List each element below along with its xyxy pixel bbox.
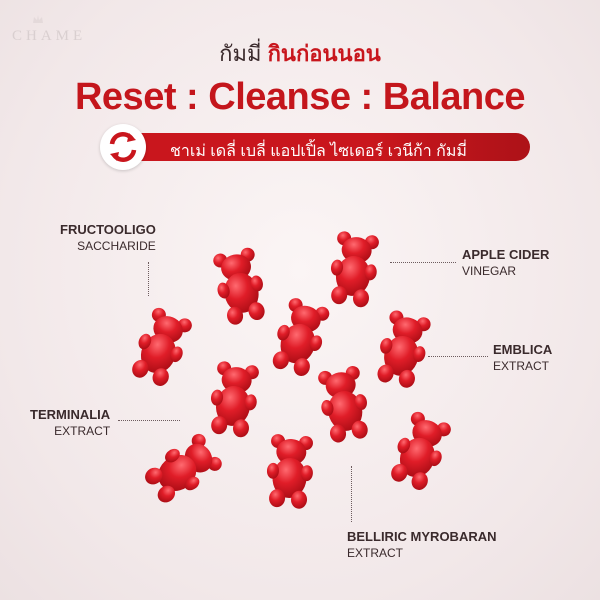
gummy-bear-icon — [201, 356, 267, 441]
ingredient-belliric: BELLIRIC MYROBARAN EXTRACT — [347, 529, 497, 561]
gummy-bear-icon — [259, 430, 320, 512]
ingredient-name: FRUCTOOLIGO — [60, 222, 156, 237]
headline-bold: กินก่อนนอน — [267, 41, 381, 66]
headline-light: กัมมี่ — [219, 41, 262, 66]
ingredient-name: BELLIRIC MYROBARAN — [347, 529, 497, 544]
ingredient-name: EMBLICA — [493, 342, 553, 357]
brand-logo: CHAME — [12, 15, 87, 45]
gummy-bear-icon — [205, 242, 276, 330]
ingredient-apple-cider: APPLE CIDER VINEGAR — [462, 247, 549, 279]
crown-icon — [33, 15, 43, 23]
gummy-bear-icon — [379, 404, 460, 497]
gummy-bear-icon — [120, 300, 201, 393]
ingredient-type: SACCHARIDE — [77, 239, 156, 253]
ingredient-type: EXTRACT — [347, 546, 404, 560]
brand-name: CHAME — [12, 28, 87, 44]
ingredient-name: TERMINALIA — [30, 407, 111, 422]
refresh-cycle-icon — [100, 124, 146, 170]
gummy-bear-icon — [321, 226, 387, 311]
ingredient-type: EXTRACT — [493, 359, 550, 373]
ingredient-type: VINEGAR — [462, 264, 517, 278]
guide-line — [118, 420, 180, 421]
ingredient-terminalia: TERMINALIA EXTRACT — [30, 407, 110, 439]
banner-bar — [136, 133, 530, 161]
guide-line — [390, 262, 456, 263]
page-headline: กัมมี่ กินก่อนนอน — [0, 36, 600, 71]
ingredient-emblica: EMBLICA EXTRACT — [493, 342, 552, 374]
ingredient-type: EXTRACT — [54, 424, 111, 438]
ingredient-name: APPLE CIDER — [462, 247, 550, 262]
guide-line — [148, 262, 149, 296]
gummy-bear-icon — [135, 424, 231, 515]
gummy-bear-icon — [366, 304, 439, 393]
banner-text: ชาเม่ เดลี่ เบลี่ แอปเปิ้ล ไซเดอร์ เวนีก… — [170, 143, 467, 160]
ingredient-fructooligo: FRUCTOOLIGO SACCHARIDE — [60, 222, 156, 254]
guide-line — [351, 466, 352, 522]
product-banner: ชาเม่ เดลี่ เบลี่ แอปเปิ้ล ไซเดอร์ เวนีก… — [100, 124, 530, 170]
guide-line — [428, 356, 488, 357]
page-title: Reset : Cleanse : Balance — [74, 76, 526, 118]
